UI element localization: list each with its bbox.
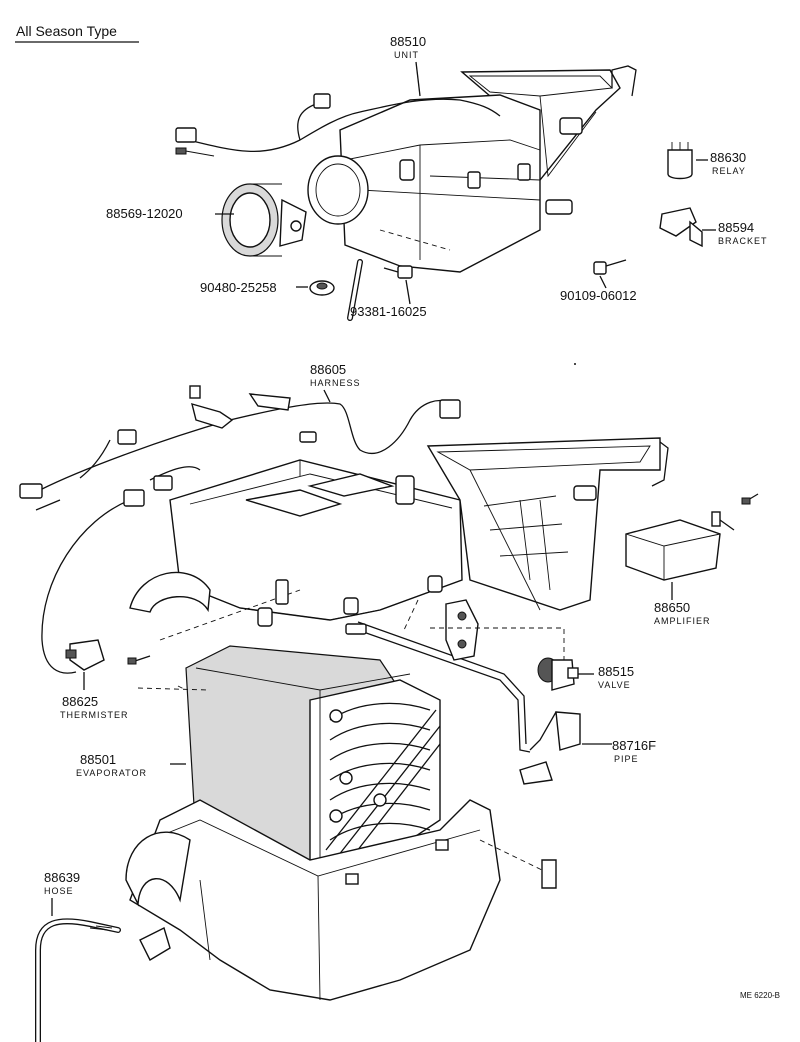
label-88639: 88639 (44, 870, 80, 885)
label-88605: 88605 (310, 362, 346, 377)
label-90109-06012: 90109-06012 (560, 288, 637, 303)
relay-88630 (667, 142, 693, 180)
label-93381-16025: 93381-16025 (350, 304, 427, 319)
label-88716F: 88716F (612, 738, 656, 753)
upper-harness-connector (175, 127, 197, 143)
label-harness: HARNESS (310, 378, 361, 388)
blower-inlet (307, 155, 369, 225)
harness-88605 (19, 385, 461, 674)
label-88501: 88501 (80, 752, 116, 767)
label-88630: 88630 (710, 150, 746, 165)
clip-right (479, 839, 557, 889)
hose-clamp-88569 (221, 183, 307, 257)
label-88510: 88510 (390, 34, 426, 49)
lower-case-bottom (125, 799, 501, 1001)
blower-half-shell (129, 571, 211, 613)
label-pipe: PIPE (614, 754, 639, 764)
label-valve: VALVE (598, 680, 631, 690)
lower-duct-outlet (426, 437, 669, 611)
label-relay: RELAY (712, 166, 746, 176)
pipe-88716F (345, 599, 581, 785)
guide-line (137, 687, 211, 691)
label-hose: HOSE (44, 886, 74, 896)
amplifier-88650 (625, 493, 759, 581)
label-88650: 88650 (654, 600, 690, 615)
grommet-90480 (309, 280, 335, 296)
upper-unit-assembly (175, 65, 637, 321)
label-amplifier: AMPLIFIER (654, 616, 711, 626)
hose-88639 (35, 918, 121, 1042)
bolt-90109 (593, 259, 627, 275)
lower-blower-shell (125, 831, 191, 907)
label-unit: UNIT (394, 50, 419, 60)
upper-unit-case (339, 94, 541, 273)
label-evaporator: EVAPORATOR (76, 768, 147, 778)
label-thermister: THERMISTER (60, 710, 129, 720)
label-88625: 88625 (62, 694, 98, 709)
label-88594: 88594 (718, 220, 754, 235)
reference-code: ME 6220-B (740, 991, 780, 1000)
valve-88515 (537, 657, 579, 691)
label-90480-25258: 90480-25258 (200, 280, 277, 295)
label-bracket: BRACKET (718, 236, 768, 246)
screw-93381 (383, 265, 413, 279)
label-88515: 88515 (598, 664, 634, 679)
evaporator-88501 (185, 645, 441, 861)
thermister-88625 (65, 639, 151, 671)
harness-connector-left (19, 483, 43, 499)
bracket-88594 (659, 207, 703, 248)
diagram-title: All Season Type (16, 23, 117, 39)
label-88569-12020: 88569-12020 (106, 206, 183, 221)
lower-unit-case (129, 459, 463, 641)
